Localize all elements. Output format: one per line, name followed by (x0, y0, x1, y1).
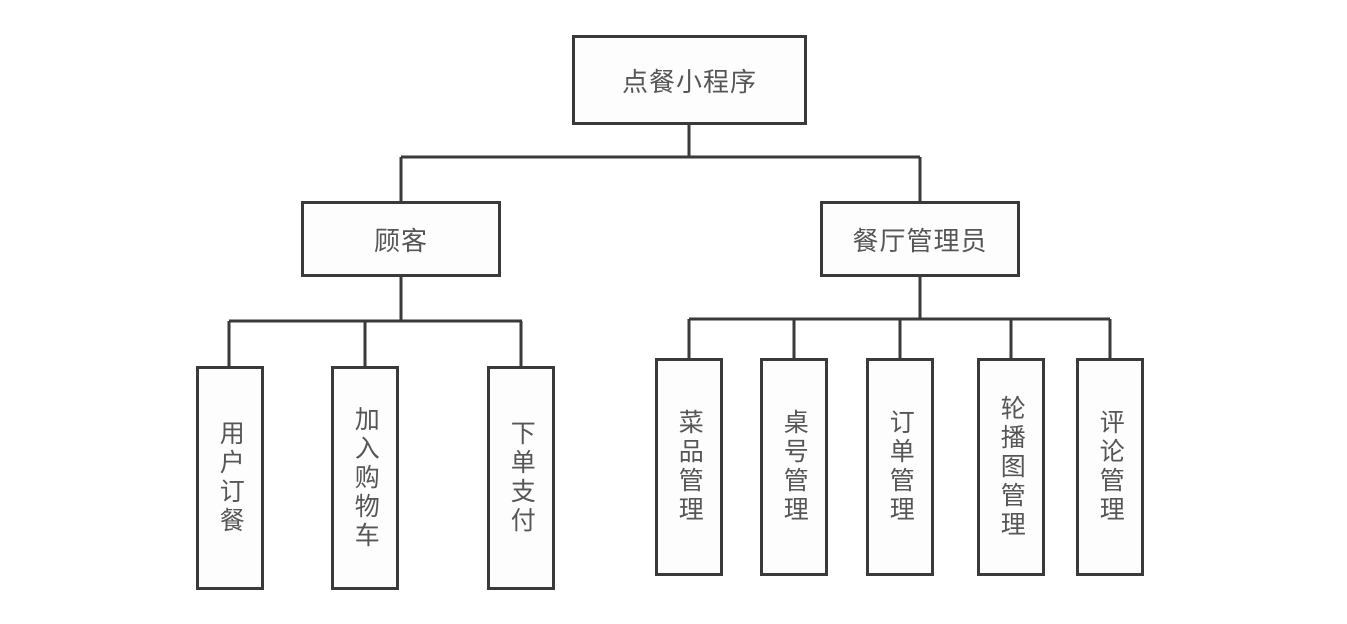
node-comment-management-label: 评论管理 (1096, 409, 1126, 525)
node-carousel-management-label: 轮播图管理 (997, 394, 1027, 540)
node-place-order-payment[interactable]: 下单支付 (487, 366, 555, 590)
node-user-ordering[interactable]: 用户订餐 (196, 366, 264, 590)
node-place-order-payment-label: 下单支付 (507, 420, 537, 536)
node-carousel-management[interactable]: 轮播图管理 (977, 358, 1045, 576)
node-restaurant-admin-label: 餐厅管理员 (852, 226, 988, 257)
node-user-ordering-label: 用户订餐 (216, 420, 246, 536)
node-root-label: 点餐小程序 (621, 67, 757, 98)
node-dish-management[interactable]: 菜品管理 (655, 358, 723, 576)
node-customer[interactable]: 顾客 (301, 201, 501, 277)
node-restaurant-admin[interactable]: 餐厅管理员 (820, 201, 1020, 277)
node-root[interactable]: 点餐小程序 (572, 35, 807, 125)
node-dish-management-label: 菜品管理 (675, 409, 705, 525)
node-customer-label: 顾客 (373, 226, 428, 257)
node-add-to-cart-label: 加入购物车 (351, 405, 381, 551)
node-order-management[interactable]: 订单管理 (866, 358, 934, 576)
node-order-management-label: 订单管理 (886, 409, 916, 525)
node-table-number-management[interactable]: 桌号管理 (760, 358, 828, 576)
node-comment-management[interactable]: 评论管理 (1076, 358, 1144, 576)
node-table-number-management-label: 桌号管理 (780, 409, 810, 525)
node-add-to-cart[interactable]: 加入购物车 (331, 366, 399, 590)
